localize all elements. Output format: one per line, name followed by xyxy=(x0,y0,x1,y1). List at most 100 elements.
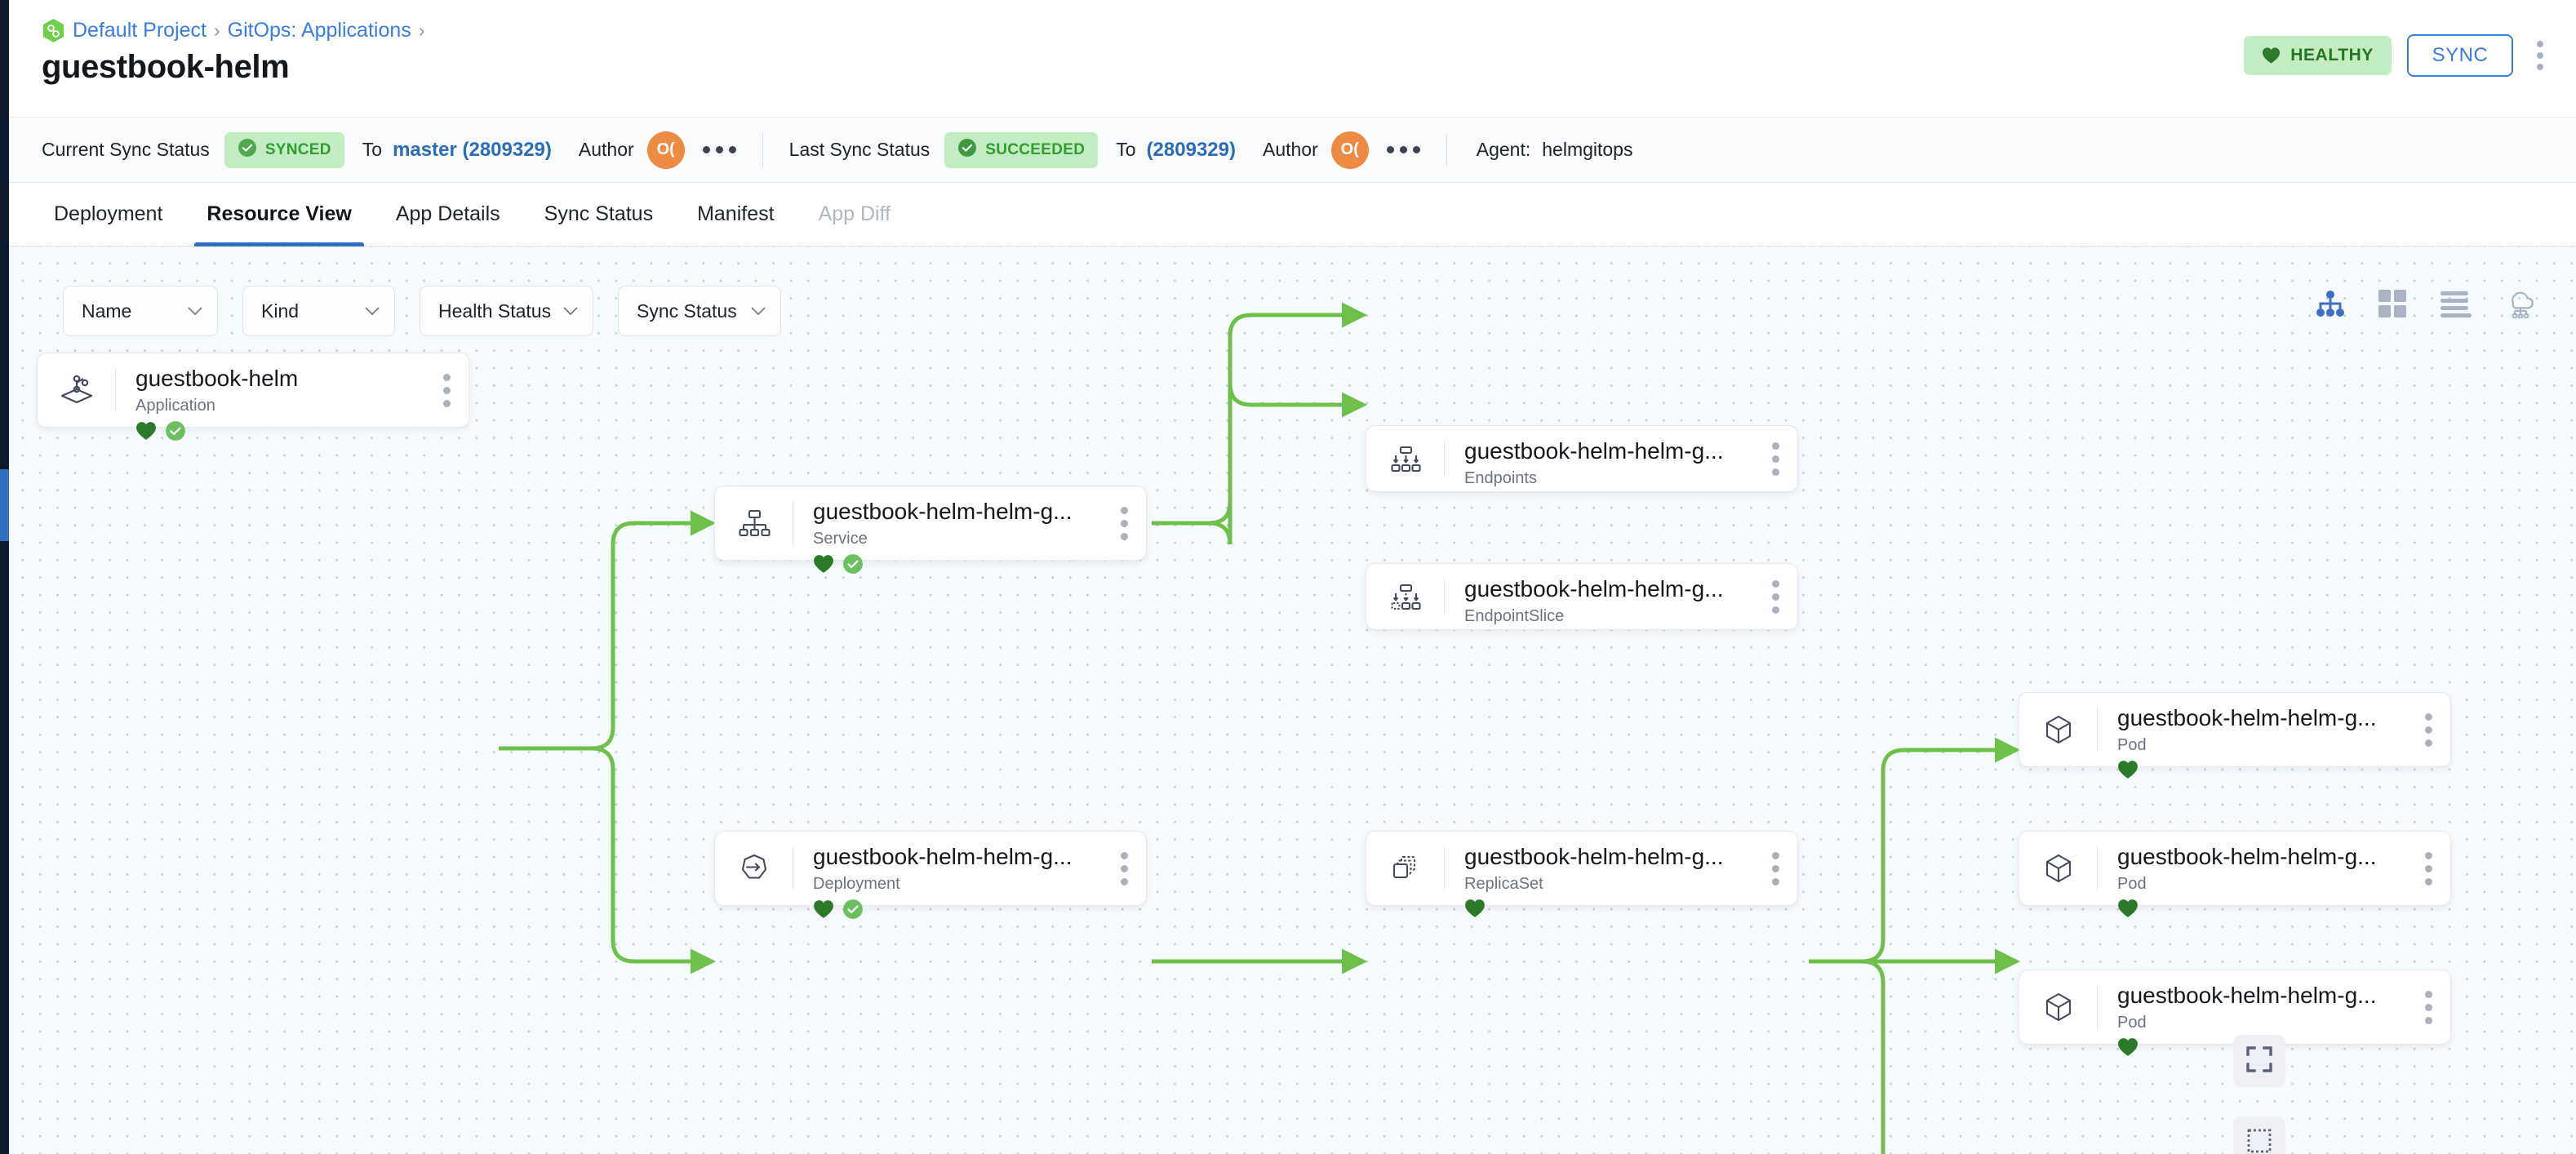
sync-status-bar: Current Sync Status SYNCED To master (28… xyxy=(9,117,2576,183)
last-sync-status-label: Last Sync Status xyxy=(788,139,930,160)
node-kind: Service xyxy=(813,530,868,548)
current-sync-status-label: Current Sync Status xyxy=(42,139,210,160)
current-sync-status-badge: SYNCED xyxy=(224,131,344,168)
node-kebab-menu-icon[interactable] xyxy=(1102,486,1146,560)
filter-name[interactable]: Name xyxy=(63,286,218,336)
heart-icon xyxy=(1464,899,1486,918)
node-kebab-menu-icon[interactable] xyxy=(1753,832,1797,905)
breadcrumb-item-gitops-applications[interactable]: GitOps: Applications xyxy=(227,19,411,42)
filter-kind[interactable]: Kind xyxy=(242,286,395,336)
pod-icon xyxy=(2019,693,2097,766)
node-status xyxy=(2117,1037,2450,1057)
tab-app-diff: App Diff xyxy=(818,202,891,225)
current-revision-link[interactable]: master (2809329) xyxy=(393,138,552,161)
divider xyxy=(115,368,116,412)
heart-icon xyxy=(813,899,834,919)
filter-health-status-label: Health Status xyxy=(438,300,552,322)
edge-app-to-deployment xyxy=(499,746,716,974)
node-body: guestbook-helm-helm-g... Endpoints xyxy=(1445,426,1797,491)
graph-node-pod-2[interactable]: guestbook-helm-helm-g... Pod xyxy=(2019,831,2451,917)
node-body: guestbook-helm Application xyxy=(116,353,469,442)
filter-kind-label: Kind xyxy=(261,300,300,322)
graph-node-deployment[interactable]: guestbook-helm-helm-g... Deployment xyxy=(714,831,1147,920)
node-kind: EndpointSlice xyxy=(1464,607,1565,626)
node-kebab-menu-icon[interactable] xyxy=(2406,970,2450,1044)
header-actions: HEALTHY SYNC xyxy=(2244,34,2552,77)
node-kind: Application xyxy=(135,397,215,415)
divider xyxy=(2097,985,2098,1029)
graph-node-endpoints[interactable]: guestbook-helm-helm-g... Endpoints xyxy=(1366,425,1798,492)
graph-node-service[interactable]: guestbook-helm-helm-g... Service xyxy=(714,486,1147,575)
last-sync-status-badge: SUCCEEDED xyxy=(944,131,1099,168)
filter-sync-status[interactable]: Sync Status xyxy=(618,286,781,336)
sync-button[interactable]: SYNC xyxy=(2407,34,2513,77)
graph-node-endpointslice[interactable]: guestbook-helm-helm-g... EndpointSlice xyxy=(1366,563,1798,630)
node-kebab-menu-icon[interactable] xyxy=(1753,426,1797,491)
graph-node-pod-1[interactable]: guestbook-helm-helm-g... Pod xyxy=(2019,692,2451,779)
tab-app-details[interactable]: App Details xyxy=(395,202,500,225)
node-kind: Pod xyxy=(2117,875,2147,894)
filter-name-label: Name xyxy=(82,300,132,322)
last-revision-link[interactable]: (2809329) xyxy=(1146,138,1236,161)
tab-manifest[interactable]: Manifest xyxy=(697,202,775,225)
node-kebab-menu-icon[interactable] xyxy=(2406,832,2450,905)
node-kebab-menu-icon[interactable] xyxy=(1102,832,1146,905)
node-kebab-menu-icon[interactable] xyxy=(424,353,469,427)
tab-bar: Deployment Resource View App Details Syn… xyxy=(9,183,2576,246)
application-icon xyxy=(38,353,115,427)
breadcrumb-item-default-project[interactable]: Default Project xyxy=(73,19,207,42)
node-kind: Pod xyxy=(2117,736,2147,755)
filter-health-status[interactable]: Health Status xyxy=(420,286,593,336)
graph-edges xyxy=(499,302,2020,1154)
network-view-icon[interactable] xyxy=(2504,289,2537,322)
replicaset-icon xyxy=(1366,832,1444,905)
tab-resource-view[interactable]: Resource View xyxy=(184,183,373,246)
edge-service-to-endpointslice xyxy=(1152,383,1367,545)
last-author-label: Author xyxy=(1262,139,1318,160)
edge-service-to-endpoints xyxy=(1152,302,1367,526)
tab-deployment[interactable]: Deployment xyxy=(54,202,163,225)
node-body: guestbook-helm-helm-g... Pod xyxy=(2098,970,2450,1056)
selection-box-button[interactable] xyxy=(2233,1116,2285,1154)
synced-check-icon xyxy=(165,420,186,442)
check-circle-icon xyxy=(238,138,257,162)
synced-check-icon xyxy=(842,899,864,920)
page-header: Default Project › GitOps: Applications ›… xyxy=(9,0,2576,117)
grid-view-icon[interactable] xyxy=(2378,290,2406,322)
filter-toolbar: Name Kind Health Status Sync Status xyxy=(63,286,781,336)
current-to-label: To xyxy=(362,139,383,160)
left-rail-active-indicator[interactable] xyxy=(0,469,9,541)
header-kebab-menu-icon[interactable] xyxy=(2529,36,2552,75)
view-mode-switcher xyxy=(2315,289,2537,322)
left-nav-rail xyxy=(0,0,9,1154)
breadcrumb: Default Project › GitOps: Applications › xyxy=(42,18,424,43)
last-ellipsis-icon[interactable] xyxy=(1386,146,1420,153)
node-kebab-menu-icon[interactable] xyxy=(2406,693,2450,766)
graph-node-application[interactable]: guestbook-helm Application xyxy=(37,353,469,442)
pod-icon xyxy=(2019,832,2097,905)
divider xyxy=(2097,708,2098,752)
endpointslice-icon xyxy=(1366,564,1444,629)
graph-node-replicaset[interactable]: guestbook-helm-helm-g... ReplicaSet xyxy=(1366,831,1798,917)
node-title: guestbook-helm-helm-g... xyxy=(813,499,1073,524)
node-kind: ReplicaSet xyxy=(1464,875,1543,894)
current-ellipsis-icon[interactable] xyxy=(702,146,736,153)
graph-node-pod-3[interactable]: guestbook-helm-helm-g... Pod xyxy=(2019,970,2451,1056)
current-author-label: Author xyxy=(578,139,634,160)
fit-to-screen-button[interactable] xyxy=(2233,1035,2285,1087)
node-status xyxy=(813,899,1146,920)
list-view-icon[interactable] xyxy=(2439,290,2472,322)
agent-label: Agent: xyxy=(1476,139,1531,160)
last-sync-status-value: SUCCEEDED xyxy=(985,140,1086,158)
agent-value: helmgitops xyxy=(1542,139,1633,160)
tree-view-icon[interactable] xyxy=(2315,290,2346,322)
divider xyxy=(2097,846,2098,890)
heart-icon xyxy=(135,421,157,441)
resource-graph-canvas[interactable]: Name Kind Health Status Sync Status xyxy=(9,246,2576,1154)
synced-check-icon xyxy=(842,553,864,575)
node-kebab-menu-icon[interactable] xyxy=(1753,564,1797,629)
tab-sync-status[interactable]: Sync Status xyxy=(544,202,654,225)
node-body: guestbook-helm-helm-g... ReplicaSet xyxy=(1445,832,1797,917)
node-status xyxy=(1464,899,1797,918)
